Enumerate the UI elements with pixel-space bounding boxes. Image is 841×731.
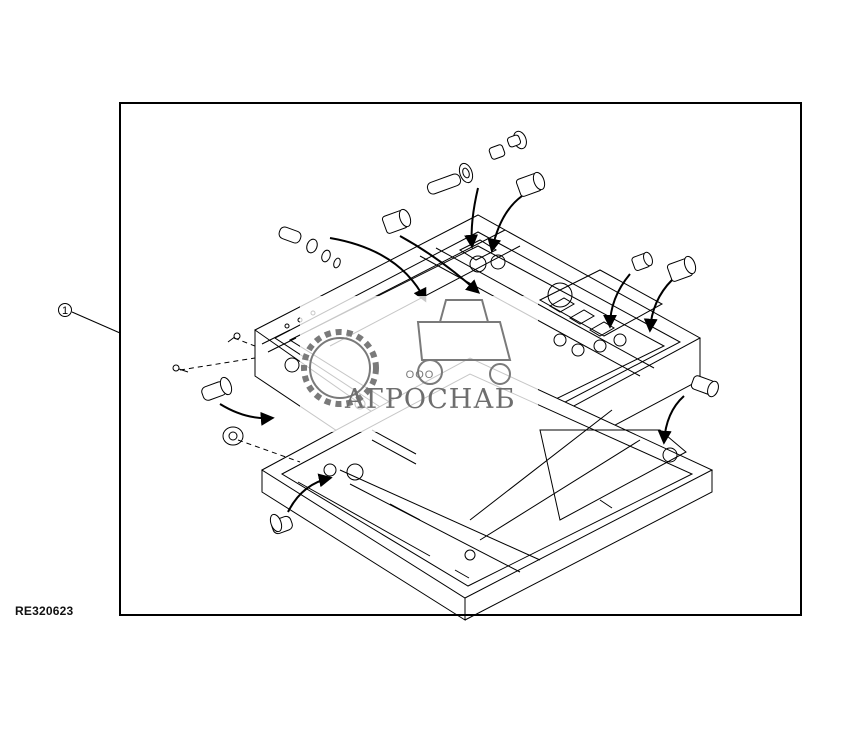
pin-part (278, 226, 341, 269)
pin-part (269, 513, 293, 535)
callout-number: 1 (62, 305, 68, 317)
pin-part (690, 375, 719, 398)
alignment-lines (179, 337, 301, 463)
figure-id: RE320623 (15, 604, 74, 618)
screw-part (172, 332, 241, 373)
loose-parts (172, 130, 719, 535)
washer-part (222, 426, 244, 446)
bushing-part (381, 208, 412, 234)
bushing-part (515, 171, 546, 197)
watermark-company: АГРОСНАБ (344, 384, 515, 415)
watermark: ООО АГРОСНАБ (300, 296, 538, 432)
tractor-gear-logo-icon (301, 299, 512, 407)
bushing-part (666, 255, 697, 282)
watermark-prefix: ООО (406, 369, 435, 381)
pin-part (201, 376, 233, 401)
pin-part (488, 130, 527, 160)
pin-part (426, 162, 474, 195)
diagram-frame (119, 102, 802, 616)
bushing-part (631, 251, 653, 271)
callout-1: 1 (58, 303, 121, 334)
placement-arrows (219, 187, 685, 513)
